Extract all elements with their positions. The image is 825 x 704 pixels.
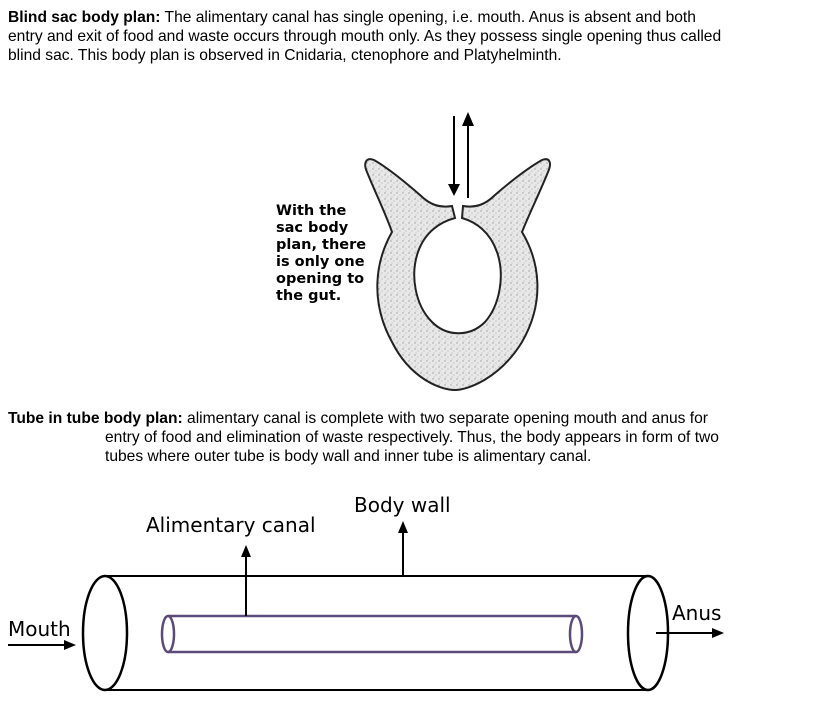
caption-line-4: is only one (276, 254, 365, 270)
inner-tube-right-opening (568, 614, 584, 654)
alimentary-canal-label: Alimentary canal (146, 513, 316, 537)
blind-sac-heading: Blind sac body plan: (8, 9, 161, 26)
tube-in-tube-heading: Tube in tube body plan: (8, 410, 183, 427)
tube-in-tube-paragraph: Tube in tube body plan: alimentary canal… (8, 409, 820, 466)
blind-sac-line1: The alimentary canal has single opening,… (160, 9, 696, 26)
tube-in-tube-line1: alimentary canal is complete with two se… (182, 410, 708, 427)
body-wall-label: Body wall (354, 493, 451, 517)
caption-line-5: opening to (276, 271, 364, 287)
anus-label: Anus (672, 601, 721, 625)
caption-line-2: sac body (276, 220, 349, 236)
inner-tube-left-opening (160, 614, 176, 654)
caption-line-6: the gut. (276, 288, 341, 304)
blind-sac-diagram: With the sac body plan, there is only on… (276, 112, 551, 392)
outer-tube-left-opening (81, 574, 129, 692)
blind-sac-line3: blind sac. This body plan is observed in… (8, 47, 562, 64)
caption-line-3: plan, there (276, 237, 366, 253)
blind-sac-line2: entry and exit of food and waste occurs … (8, 28, 722, 45)
sac-body-shape (364, 158, 551, 392)
mouth-label: Mouth (8, 617, 71, 641)
caption-line-1: With the (276, 203, 347, 219)
blind-sac-paragraph: Blind sac body plan: The alimentary cana… (8, 8, 820, 65)
tube-in-tube-line2: entry of food and elimination of waste r… (105, 429, 719, 446)
tube-in-tube-line3: tubes where outer tube is body wall and … (105, 448, 592, 465)
